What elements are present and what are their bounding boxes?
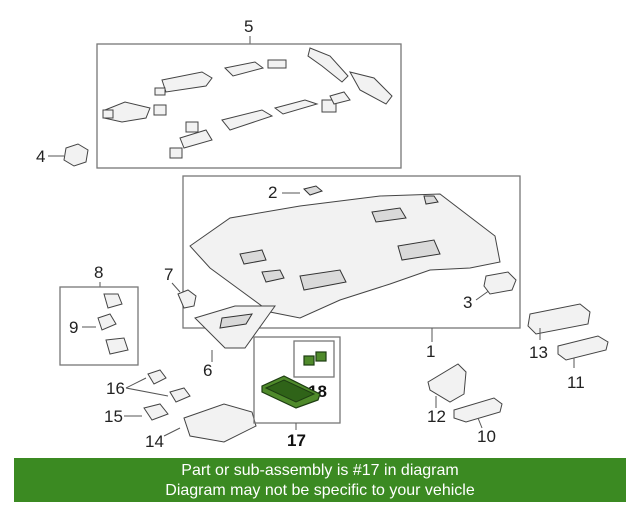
part-15-group: 15 — [104, 403, 169, 426]
banner-line-1: Part or sub-assembly is #17 in diagram — [181, 462, 459, 479]
part-17-group: 18 17 — [253, 336, 341, 450]
bracket-icon — [483, 271, 517, 295]
bulb-holder-icon — [143, 403, 169, 421]
callout-15[interactable]: 15 — [104, 407, 123, 426]
holder-icon — [103, 293, 123, 309]
callout-6[interactable]: 6 — [203, 361, 212, 380]
headliner-icon — [189, 193, 501, 319]
plug-icon — [63, 143, 89, 167]
callout-5[interactable]: 5 — [244, 17, 253, 36]
part-10-group: 10 — [453, 397, 503, 446]
lamp-cover-icon — [147, 369, 167, 385]
callout-14[interactable]: 14 — [145, 432, 164, 451]
callout-2[interactable]: 2 — [268, 183, 277, 202]
callout-3[interactable]: 3 — [463, 293, 472, 312]
part-16-group: 16 — [106, 369, 191, 403]
part-8-box — [59, 286, 139, 366]
part-5-group: 5 — [96, 17, 402, 169]
callout-16[interactable]: 16 — [106, 379, 125, 398]
part-5-box — [96, 43, 402, 169]
part-1-box — [182, 175, 521, 329]
retainer-clips-icon — [102, 47, 393, 159]
banner-line-2: Diagram may not be specific to your vehi… — [165, 482, 475, 499]
info-banner: Part or sub-assembly is #17 in diagram D… — [14, 458, 626, 502]
part-6-group: 6 — [194, 305, 276, 380]
grab-handle-bracket-icon — [427, 363, 467, 403]
dome-lamp-icon — [261, 375, 321, 409]
callout-4[interactable]: 4 — [36, 147, 45, 166]
part-1-group: 1 — [182, 175, 521, 361]
part-2-group: 2 — [268, 183, 324, 202]
part-14-group: 14 — [145, 403, 257, 451]
callout-12[interactable]: 12 — [427, 407, 446, 426]
part-4-group: 4 — [36, 143, 89, 167]
part-13-group: 13 — [527, 303, 591, 362]
part-11-group: 11 — [557, 335, 609, 392]
visor-clip-icon — [177, 289, 197, 309]
callout-17[interactable]: 17 — [287, 431, 306, 450]
map-lamp-icon — [183, 403, 257, 443]
callout-11[interactable]: 11 — [567, 373, 585, 392]
part-8-9-group: 8 9 — [59, 263, 139, 366]
sun-visor-icon — [194, 305, 276, 349]
callout-9[interactable]: 9 — [69, 318, 78, 337]
mounting-bracket-icon — [527, 303, 591, 335]
part-18-box — [293, 340, 335, 378]
part-3-group: 3 — [463, 271, 517, 312]
callout-8[interactable]: 8 — [94, 263, 103, 282]
callout-7[interactable]: 7 — [164, 265, 173, 284]
lamp-socket-icon — [303, 351, 327, 366]
callout-13[interactable]: 13 — [529, 343, 548, 362]
callout-1[interactable]: 1 — [426, 342, 435, 361]
parts-diagram: 5 4 1 — [36, 17, 609, 451]
callout-10[interactable]: 10 — [477, 427, 496, 446]
assist-grip-icon — [557, 335, 609, 361]
part-7-group: 7 — [164, 265, 197, 309]
clip-icon — [303, 185, 324, 196]
part-12-group: 12 — [427, 363, 467, 426]
grab-handle-icon — [453, 397, 503, 423]
part-17-box — [253, 336, 341, 424]
